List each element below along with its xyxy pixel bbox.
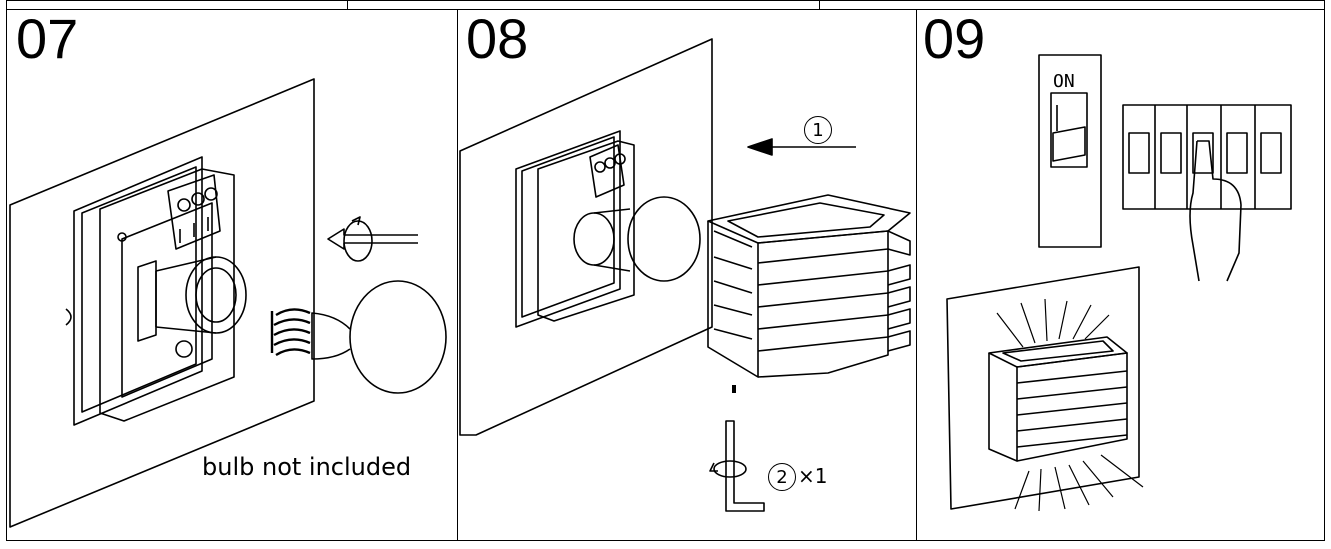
terminal-block bbox=[589, 144, 626, 198]
quantity-label: ×1 bbox=[798, 464, 828, 488]
switch-on-label: ON bbox=[1053, 71, 1075, 92]
wall bbox=[9, 78, 315, 528]
light-rays-icon bbox=[996, 298, 1144, 512]
callout-2: 2 bbox=[768, 463, 796, 491]
step-number: 09 bbox=[923, 7, 986, 70]
top-strip bbox=[7, 1, 1324, 10]
light-shade bbox=[707, 194, 911, 378]
wall-plate-illustration bbox=[9, 78, 447, 528]
instruction-sheet bbox=[6, 0, 1325, 541]
bulb-illustration bbox=[627, 196, 701, 282]
callout-1: 1 bbox=[804, 116, 832, 144]
hand-icon bbox=[1189, 140, 1242, 282]
direction-arrow-icon bbox=[327, 228, 418, 250]
wall bbox=[946, 266, 1140, 510]
terminal-block bbox=[167, 174, 221, 250]
direction-arrow-icon bbox=[747, 138, 856, 156]
bulb-illustration bbox=[270, 280, 447, 394]
bulb-not-included-caption: bulb not included bbox=[202, 453, 412, 481]
allen-key-icon bbox=[709, 420, 765, 512]
lamp-holder bbox=[137, 256, 247, 342]
shade-mounting-illustration bbox=[459, 38, 911, 512]
rotate-arrow-icon bbox=[343, 216, 373, 262]
wall bbox=[459, 38, 713, 436]
breaker-panel bbox=[1122, 104, 1292, 210]
panel-step-07: 07 bbox=[6, 9, 458, 541]
step-number: 07 bbox=[16, 7, 79, 70]
lit-shade bbox=[988, 336, 1128, 462]
main-switch bbox=[1038, 54, 1102, 248]
panel-step-08: 08 bbox=[458, 9, 917, 541]
switch-on-illustration bbox=[946, 54, 1292, 512]
step-number: 08 bbox=[466, 7, 529, 70]
panel-step-09: 09 bbox=[917, 9, 1325, 541]
